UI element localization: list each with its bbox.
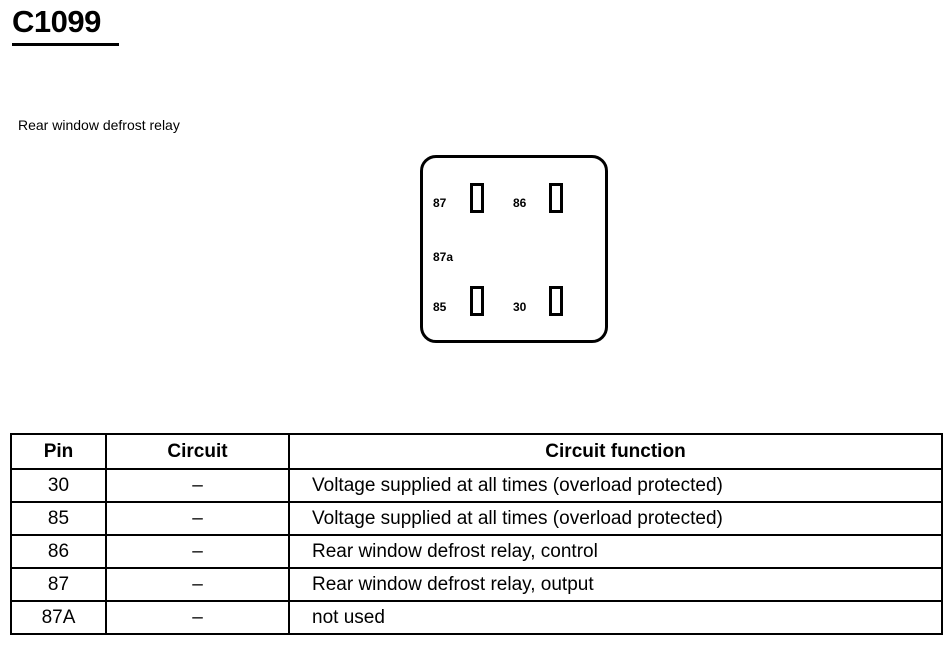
cell-circuit: – xyxy=(105,600,290,635)
cell-pin: 87A xyxy=(10,600,107,635)
pin-label-85: 85 xyxy=(433,300,447,314)
cell-circuit: – xyxy=(105,468,290,503)
title-underline xyxy=(12,43,119,46)
terminal-85 xyxy=(470,286,484,316)
component-label: Rear window defrost relay xyxy=(18,117,180,133)
table-row: 85 – Voltage supplied at all times (over… xyxy=(10,501,943,536)
cell-pin: 30 xyxy=(10,468,107,503)
pin-label-86: 86 xyxy=(513,196,527,210)
table-row: 86 – Rear window defrost relay, control xyxy=(10,534,943,569)
cell-pin: 85 xyxy=(10,501,107,536)
table-header-row: Pin Circuit Circuit function xyxy=(10,433,943,470)
connector-title: C1099 xyxy=(12,4,101,39)
relay-connector-face: 87 86 87a 85 30 xyxy=(420,155,608,343)
header-circuit-function: Circuit function xyxy=(288,433,943,470)
pin-label-87: 87 xyxy=(433,196,447,210)
cell-pin: 86 xyxy=(10,534,107,569)
table-row: 87A – not used xyxy=(10,600,943,635)
pin-table: Pin Circuit Circuit function 30 – Voltag… xyxy=(10,433,943,635)
table-row: 87 – Rear window defrost relay, output xyxy=(10,567,943,602)
table-row: 30 – Voltage supplied at all times (over… xyxy=(10,468,943,503)
cell-circuit: – xyxy=(105,567,290,602)
pin-label-87a: 87a xyxy=(433,250,454,264)
header-pin: Pin xyxy=(10,433,107,470)
pin-label-30: 30 xyxy=(513,300,527,314)
cell-function: Voltage supplied at all times (overload … xyxy=(288,468,943,503)
header-circuit: Circuit xyxy=(105,433,290,470)
terminal-30 xyxy=(549,286,563,316)
cell-function: Rear window defrost relay, output xyxy=(288,567,943,602)
cell-function: Rear window defrost relay, control xyxy=(288,534,943,569)
cell-circuit: – xyxy=(105,534,290,569)
terminal-86 xyxy=(549,183,563,213)
cell-function: Voltage supplied at all times (overload … xyxy=(288,501,943,536)
terminal-87 xyxy=(470,183,484,213)
cell-pin: 87 xyxy=(10,567,107,602)
cell-function: not used xyxy=(288,600,943,635)
cell-circuit: – xyxy=(105,501,290,536)
